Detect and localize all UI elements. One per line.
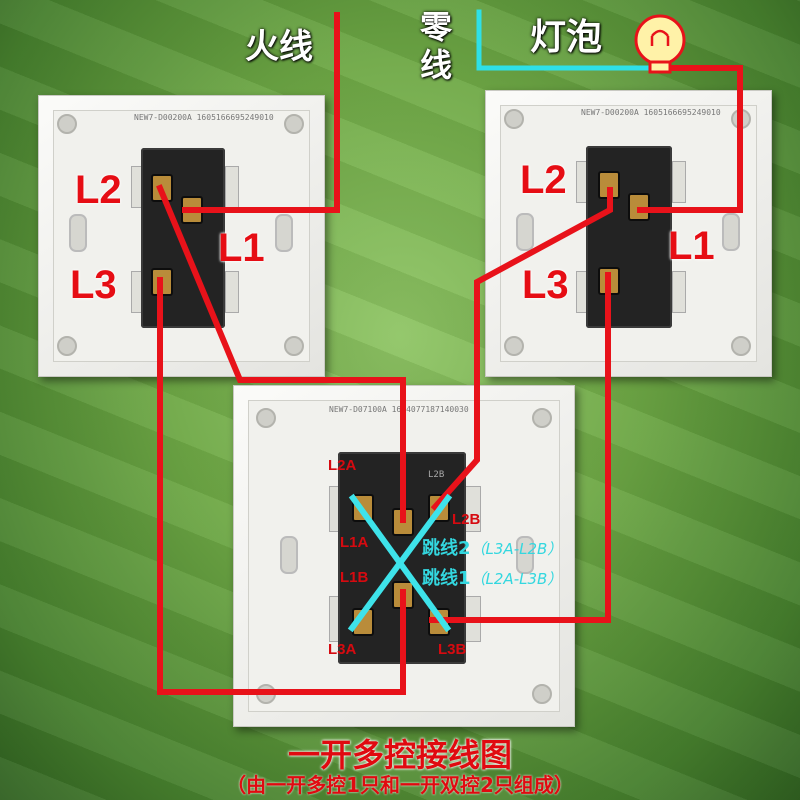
switch-right-clip: [672, 271, 686, 313]
switch-right-screw-hole: [504, 109, 524, 129]
jumper-1-name: 跳线1: [422, 568, 471, 589]
diagram-title: 一开多控接线图: [287, 736, 512, 774]
switch-middle-label-l2a: L2A: [328, 457, 357, 474]
switch-middle-label-l3a: L3A: [328, 641, 357, 658]
switch-middle-label-l2b: L2B: [452, 511, 481, 528]
diagram-subtitle: （由一开多控1只和一开双控2只组成）: [226, 773, 574, 797]
switch-right-screw-hole: [504, 336, 524, 356]
switch-left-clip: [225, 271, 239, 313]
switch-middle-mount-slot: [280, 536, 298, 574]
neutral-wire-label: 零线: [420, 8, 453, 84]
wire-left-l3-to-l1b: [157, 277, 406, 695]
jumper-1-label: 跳线1（L2A-L3B）: [422, 570, 562, 588]
switch-middle-mount-slot: [516, 536, 534, 574]
jumper-1-line: [347, 493, 453, 633]
switch-middle-label-l1b: L1B: [340, 569, 369, 586]
switch-right-label-l3: L3: [522, 263, 569, 307]
switch-left-screw-hole: [57, 336, 77, 356]
live-wire: [182, 12, 340, 213]
switch-right-mount-slot: [516, 213, 534, 251]
switch-left-mount-slot: [69, 214, 87, 252]
switch-left-screw-hole: [284, 336, 304, 356]
switch-middle-model: NEW7-D07100A 1604077187140030: [329, 405, 469, 414]
switch-left-mount-slot: [275, 214, 293, 252]
switch-middle-print-l2b: L2B: [428, 470, 445, 480]
switch-left-label-l1: L1: [218, 226, 265, 270]
jumper-1-pair: （L2A-L3B）: [470, 570, 563, 588]
switch-right-model: NEW7-D00200A 1605166695249010: [581, 108, 721, 117]
wire-right-l3-to-l3b: [429, 272, 611, 623]
lightbulb-icon: [634, 14, 686, 74]
switch-right-clip: [672, 161, 686, 203]
switch-right-label-l2: L2: [520, 158, 567, 202]
switch-left-label-l2: L2: [75, 168, 122, 212]
switch-left-label-l3: L3: [70, 263, 117, 307]
switch-middle-screw-hole: [532, 684, 552, 704]
jumper-2-pair: （L3A-L2B）: [470, 540, 563, 558]
wire-right-l1-to-bulb: [637, 65, 743, 213]
switch-left-screw-hole: [57, 114, 77, 134]
switch-left-model: NEW7-D00200A 1605166695249010: [134, 113, 274, 122]
switch-right-plate: NEW7-D00200A 1605166695249010: [485, 90, 772, 377]
jumper-2-label: 跳线2（L3A-L2B）: [422, 540, 562, 558]
switch-right-mount-slot: [722, 213, 740, 251]
bulb-label: 灯泡: [530, 17, 603, 58]
neutral-wire: [476, 9, 651, 71]
switch-right-screw-hole: [731, 336, 751, 356]
wire-right-l2-to-l2b: [430, 187, 613, 512]
switch-middle-screw-hole: [256, 408, 276, 428]
switch-middle-label-l3b: L3B: [438, 641, 467, 658]
switch-left-screw-hole: [284, 114, 304, 134]
wire-left-l2-to-l2a: [156, 184, 406, 523]
switch-right-label-l1: L1: [668, 224, 715, 268]
switch-middle-label-l1a: L1A: [340, 534, 369, 551]
live-wire-label: 火线: [245, 27, 313, 67]
switch-left-plate: NEW7-D00200A 1605166695249010: [38, 95, 325, 377]
jumper-2-name: 跳线2: [422, 538, 471, 559]
switch-middle-screw-hole: [532, 408, 552, 428]
